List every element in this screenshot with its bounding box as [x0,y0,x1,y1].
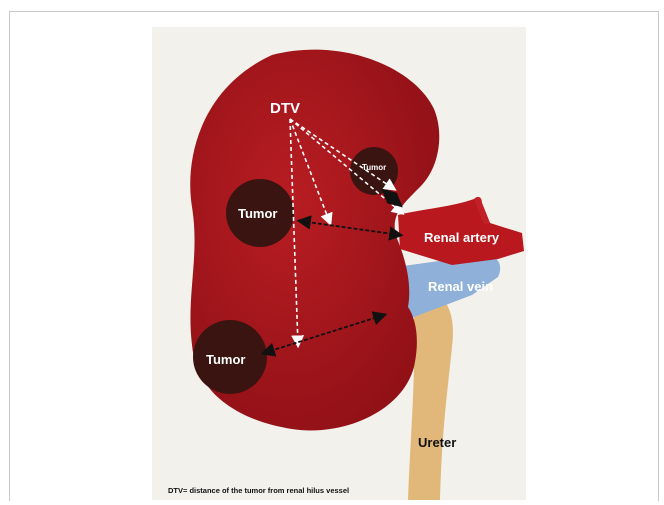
renal-artery-label: Renal artery [424,230,500,245]
kidney-illustration: DTV Tumor Tumor Tumor Renal artery Renal… [152,27,526,500]
figure-caption: DTV= distance of the tumor from renal hi… [168,486,349,495]
tumor-lower-label: Tumor [206,352,245,367]
tumor-middle-label: Tumor [238,206,277,221]
renal-vein-label: Renal vein [428,279,493,294]
dtv-label: DTV [270,100,300,117]
ureter-label: Ureter [418,435,456,450]
tumor-upper-label: Tumor [362,163,386,172]
